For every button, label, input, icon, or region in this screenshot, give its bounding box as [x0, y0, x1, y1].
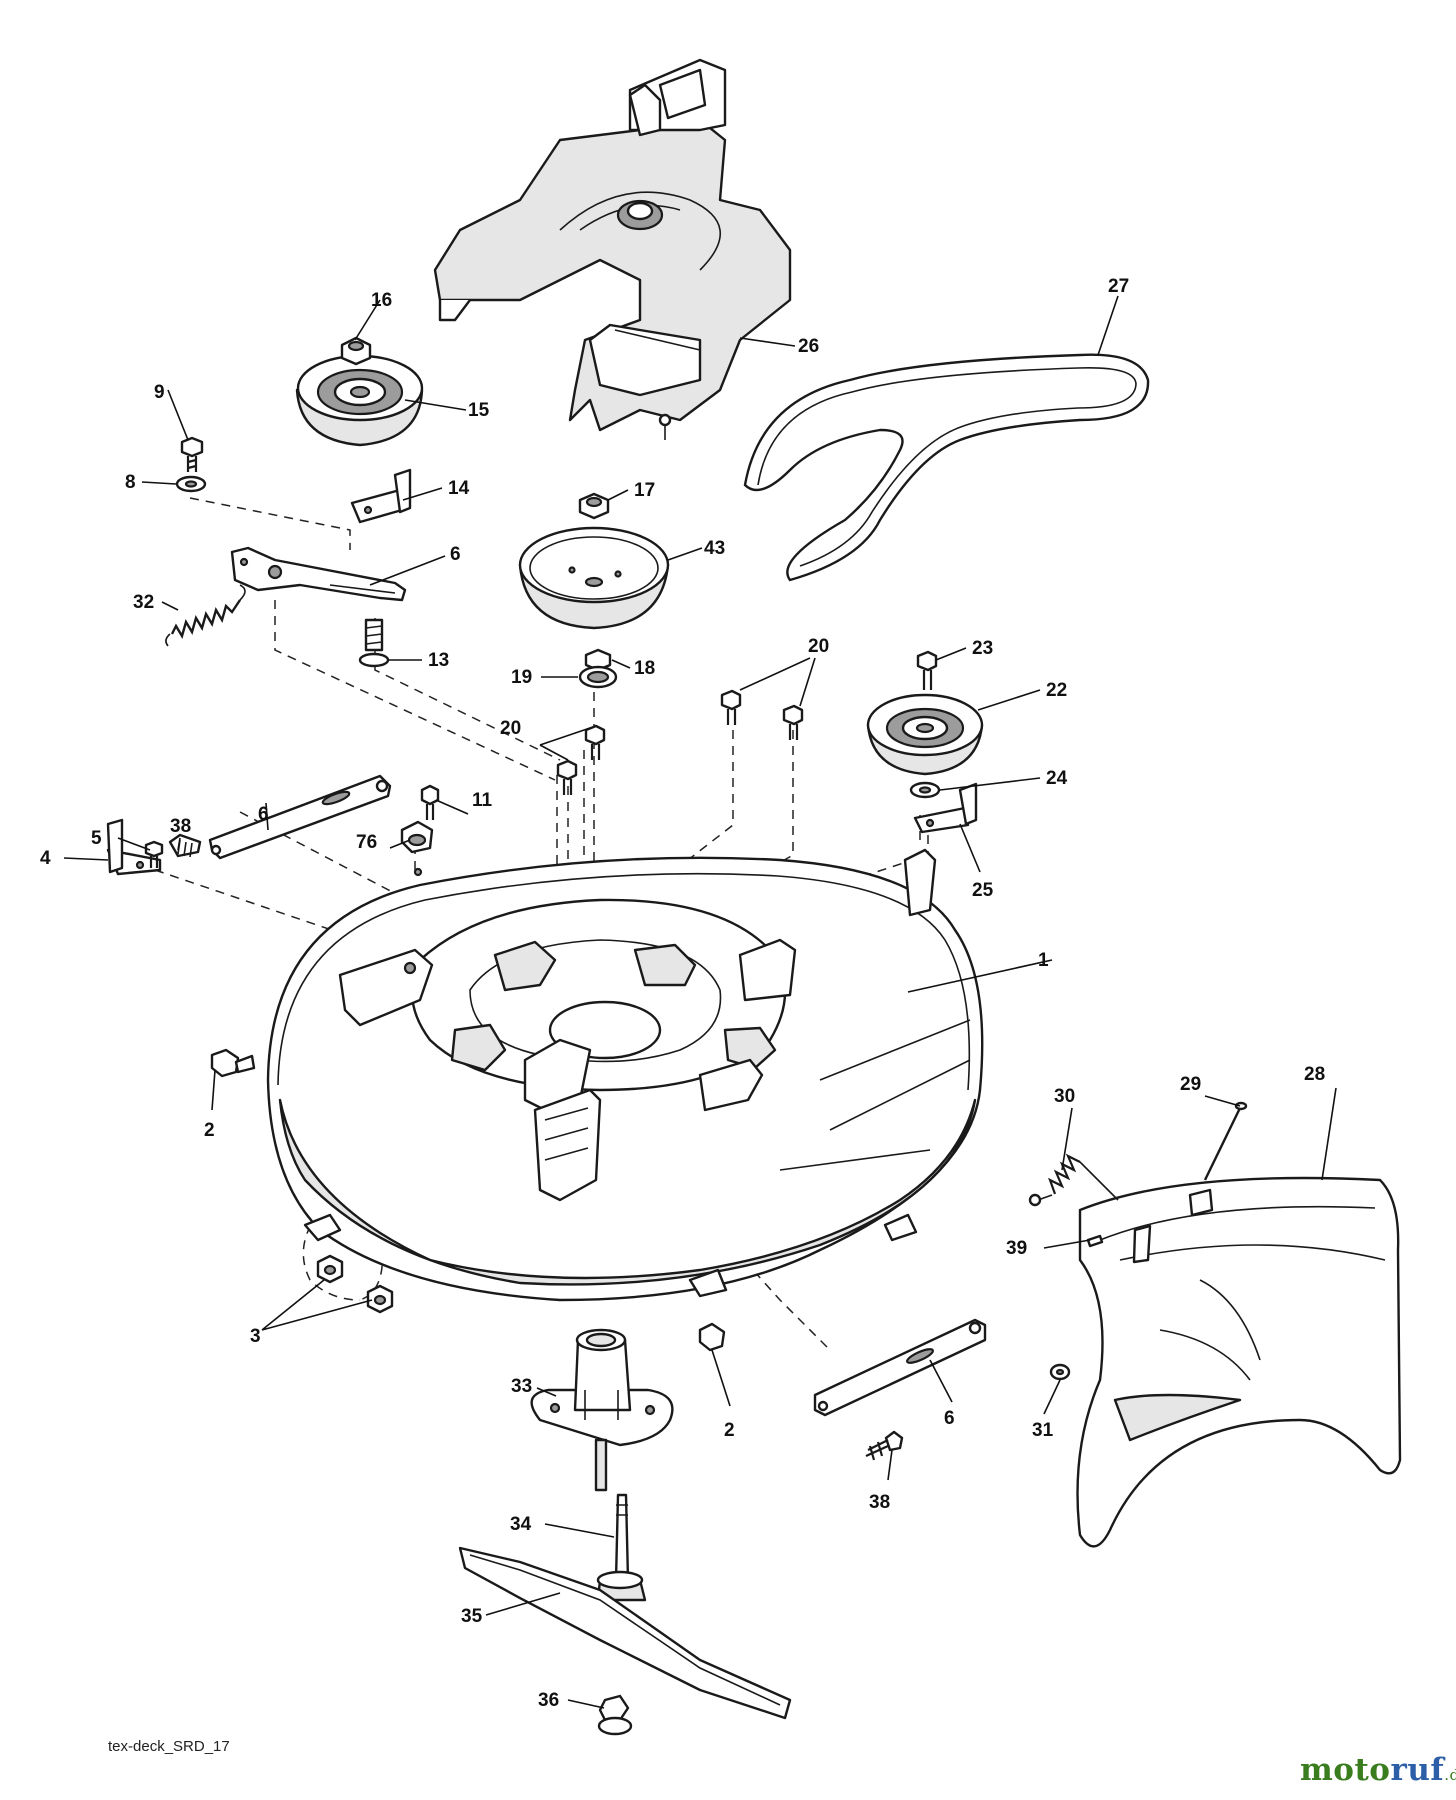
callout-20-left: 20: [500, 718, 521, 739]
callout-25: 25: [972, 880, 994, 901]
callout-10: 9: [154, 382, 165, 403]
callout-36: 36: [538, 1690, 559, 1711]
callout-76: 76: [356, 832, 377, 853]
spindle-assembly: [458, 1322, 792, 1736]
belt-cover: [433, 58, 792, 440]
callout-8: 6: [450, 544, 461, 565]
callout-17: 17: [634, 480, 655, 501]
callout-34: 34: [510, 1514, 532, 1535]
shoulder-bolt: [358, 618, 390, 668]
blade-pulley: [518, 492, 670, 630]
logo-text-part2: ruf: [1390, 1752, 1445, 1788]
callout-1: 1: [1038, 950, 1049, 971]
callout-26: 26: [798, 336, 819, 357]
callout-35: 35: [461, 1606, 483, 1627]
callout-9: 8: [125, 472, 136, 493]
callout-31: 31: [1032, 1420, 1054, 1441]
leader-lines: [63, 295, 1337, 1709]
callout-27: 27: [1108, 276, 1129, 297]
drawing-id-label: tex-deck_SRD_17: [108, 1738, 230, 1755]
bolts: [556, 689, 804, 795]
drive-belt: [743, 353, 1150, 582]
callout-24: 24: [1046, 768, 1068, 789]
callout-39: 39: [1006, 1238, 1027, 1259]
callout-4: 4: [40, 848, 51, 869]
callout-3: 3: [250, 1326, 261, 1347]
callout-29: 29: [1180, 1074, 1201, 1095]
callout-18: 18: [634, 658, 655, 679]
logo-text-part1: moto: [1300, 1752, 1391, 1788]
watermark-logo: motoruf.de: [1300, 1752, 1456, 1788]
callout-2-left: 2: [204, 1120, 215, 1141]
rod-and-fasteners-right: [813, 1318, 987, 1461]
bracket: [350, 468, 412, 524]
callout-30: 30: [1054, 1086, 1075, 1107]
idler-pulley-left: [295, 336, 424, 447]
callout-numbers: 16 15 9 8 14 6 32 13 17 43 18 19 20 20 2…: [40, 276, 1325, 1711]
callout-28: 28: [1304, 1064, 1325, 1085]
idler-arm: [230, 546, 407, 602]
callout-16: 16: [371, 290, 392, 311]
idler-pulley-right: [866, 650, 984, 834]
callout-38-right: 38: [869, 1492, 890, 1513]
callout-6-right: 6: [944, 1408, 955, 1429]
callout-22: 22: [1046, 680, 1067, 701]
callout-13: 13: [428, 650, 449, 671]
bolt-and-washer: [175, 436, 207, 493]
callout-38-left: 38: [170, 816, 191, 837]
callout-23: 23: [972, 638, 993, 659]
callout-20-right: 20: [808, 636, 829, 657]
callout-19: 19: [511, 667, 532, 688]
callout-14: 14: [448, 478, 470, 499]
callout-2-right: 2: [724, 1420, 735, 1441]
logo-suffix: .de: [1444, 1766, 1456, 1784]
nut-and-bearing: [578, 648, 618, 689]
discharge-chute: [1028, 1101, 1402, 1548]
fasteners-left: [210, 1048, 394, 1314]
mower-deck: [266, 848, 984, 1302]
callout-15: 15: [468, 400, 490, 421]
callout-11: 11: [472, 790, 493, 811]
callout-6-left: 6: [258, 804, 269, 825]
callout-5: 5: [91, 828, 102, 849]
spring: [165, 584, 246, 647]
callout-32: 32: [133, 592, 154, 613]
callout-43: 43: [704, 538, 725, 559]
bracket-and-rod-left: [106, 774, 440, 877]
callout-33: 33: [511, 1376, 532, 1397]
